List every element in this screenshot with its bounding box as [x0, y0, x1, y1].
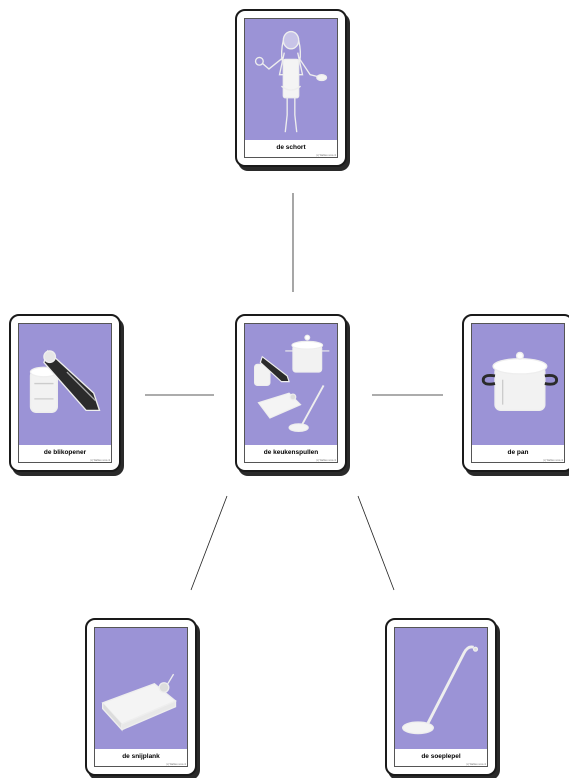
card-label: de keukenspullen — [244, 445, 338, 463]
card-credit: (c) Wablan.noos.nl — [90, 459, 110, 462]
card-picture — [394, 627, 488, 750]
card-picture — [471, 323, 565, 446]
card-snijplank[interactable]: de snijplank (c) Wablan.noos.nl — [85, 618, 197, 776]
connector-snijplank — [190, 495, 228, 591]
card-picture — [94, 627, 188, 750]
card-picture — [244, 323, 338, 446]
card-credit: (c) Wablan.noos.nl — [166, 763, 186, 766]
card-soeplepel[interactable]: de soeplepel (c) Wablan.noos.nl — [385, 618, 497, 776]
card-pan[interactable]: de pan (c) Wablan.noos.nl — [462, 314, 569, 472]
card-picture — [18, 323, 112, 446]
girl-apron-icon — [254, 30, 328, 133]
card-schort[interactable]: de schort (c) Wablan.noos.nl — [235, 9, 347, 167]
card-label: de soeplepel — [394, 749, 488, 767]
card-keukenspullen[interactable]: de keukenspullen (c) Wablan.noos.nl — [235, 314, 347, 472]
card-label: de pan — [471, 445, 565, 463]
card-label: de snijplank — [94, 749, 188, 767]
card-credit: (c) Wablan.noos.nl — [466, 763, 486, 766]
kitchen-utensils-icon — [254, 334, 330, 433]
can-opener-icon — [29, 349, 101, 413]
cutting-board-icon — [101, 673, 177, 732]
card-picture — [244, 18, 338, 141]
card-credit: (c) Wablan.noos.nl — [316, 459, 336, 462]
card-credit: (c) Wablan.noos.nl — [316, 154, 336, 157]
ladle-icon — [401, 645, 479, 735]
card-credit: (c) Wablan.noos.nl — [543, 459, 563, 462]
pan-icon — [481, 351, 558, 412]
card-blikopener[interactable]: de blikopener (c) Wablan.noos.nl — [9, 314, 121, 472]
card-label: de schort — [244, 140, 338, 158]
card-label: de blikopener — [18, 445, 112, 463]
connector-soeplepel — [357, 495, 395, 591]
